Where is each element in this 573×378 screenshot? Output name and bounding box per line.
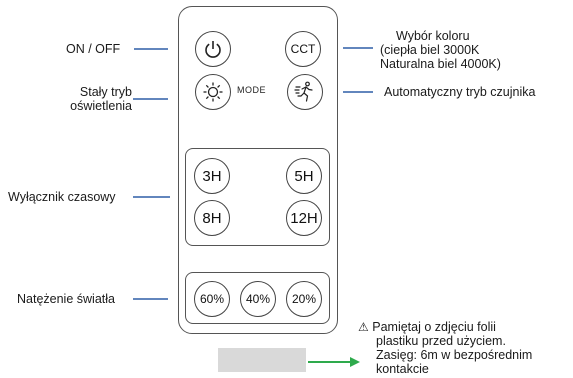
- timer-3h-label: 3H: [202, 167, 222, 185]
- color-select-line3: Naturalna biel 4000K): [380, 57, 501, 71]
- color-select-line2: (ciepła biel 3000K: [380, 43, 480, 57]
- cct-button[interactable]: CCT: [285, 31, 321, 67]
- intensity-group: [185, 272, 330, 324]
- warning-line3: Zasięg: 6m w bezpośrednim: [376, 348, 533, 362]
- warning-line1: Pamiętaj o zdjęciu folii: [372, 320, 496, 334]
- steady-light-label-line2: oświetlenia: [70, 99, 132, 113]
- intensity-label: Natężenie światła: [17, 292, 115, 306]
- intensity-60-button[interactable]: 60%: [194, 281, 230, 317]
- timer-3h-button[interactable]: 3H: [194, 158, 230, 194]
- timer-8h-label: 8H: [202, 209, 222, 227]
- timer-group: [185, 148, 330, 246]
- color-select-line1: Wybór koloru: [396, 29, 470, 43]
- warning-line4: kontakcie: [376, 362, 429, 376]
- auto-sensor-button[interactable]: [287, 74, 323, 110]
- on-off-label: ON / OFF: [66, 42, 121, 56]
- intensity-20-label: 20%: [291, 292, 317, 306]
- timer-5h-button[interactable]: 5H: [286, 158, 322, 194]
- sun-icon: [203, 82, 223, 102]
- warning-line2: plastiku przed użyciem.: [376, 334, 506, 348]
- cct-label: CCT: [290, 42, 316, 56]
- steady-light-label-line1: Stały tryb: [79, 85, 132, 99]
- color-select-label: Wybór koloru (ciepła biel 3000K Naturaln…: [380, 29, 501, 71]
- steady-light-label: Stały tryb oświetlenia: [58, 85, 132, 113]
- intensity-60-label: 60%: [199, 292, 225, 306]
- timer-label: Wyłącznik czasowy: [8, 190, 116, 204]
- intensity-20-button[interactable]: 20%: [286, 281, 322, 317]
- warning-triangle-icon: ⚠: [358, 320, 369, 334]
- power-button[interactable]: [195, 31, 231, 67]
- steady-light-button[interactable]: [195, 74, 231, 110]
- intensity-40-label: 40%: [245, 292, 271, 306]
- power-icon: [205, 41, 221, 58]
- running-person-icon: [294, 81, 313, 102]
- timer-12h-button[interactable]: 12H: [286, 200, 322, 236]
- mode-label: MODE: [235, 85, 268, 95]
- timer-12h-label: 12H: [290, 209, 318, 227]
- timer-5h-label: 5H: [294, 167, 314, 185]
- timer-8h-button[interactable]: 8H: [194, 200, 230, 236]
- warning-note: ⚠ Pamiętaj o zdjęciu folii plastiku prze…: [358, 320, 532, 376]
- battery-pull-tab[interactable]: [218, 348, 306, 372]
- auto-sensor-label: Automatyczny tryb czujnika: [384, 85, 536, 99]
- warning-line1-row: ⚠ Pamiętaj o zdjęciu folii: [358, 320, 532, 334]
- intensity-40-button[interactable]: 40%: [240, 281, 276, 317]
- green-arrow-head: [350, 357, 360, 367]
